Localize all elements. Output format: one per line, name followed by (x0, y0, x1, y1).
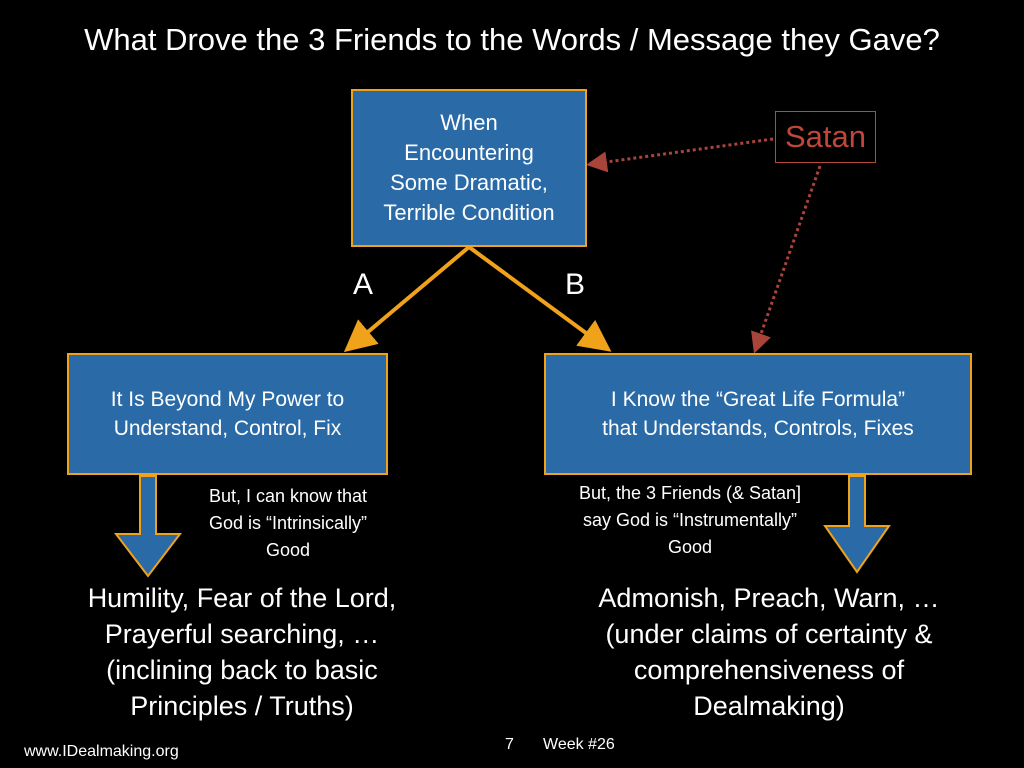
admonish-outcome: Admonish, Preach, Warn, … (under claims … (598, 583, 940, 721)
great-life-formula-box: I Know the “Great Life Formula” that Und… (544, 353, 972, 475)
website-footer: www.IDealmaking.org (24, 743, 179, 760)
beyond-power-box: It Is Beyond My Power to Understand, Con… (67, 353, 388, 475)
left-down-arrow (113, 475, 183, 578)
branch-a-label: A (353, 268, 374, 301)
right-down-arrow (823, 475, 891, 574)
page-title: What Drove the 3 Friends to the Words / … (84, 22, 940, 57)
satan-box: Satan (775, 111, 876, 163)
beyond-power-text: It Is Beyond My Power to Understand, Con… (110, 388, 345, 440)
satan-to-right-arrow (751, 165, 822, 354)
week-label: Week #26 (543, 736, 615, 753)
satan-label: Satan (784, 119, 866, 154)
branch-b-arrow (467, 245, 612, 352)
branch-b-label: B (565, 268, 586, 301)
branch-a-arrow (343, 245, 471, 353)
instrumentally-good-note: But, the 3 Friends (& Satan] say God is … (578, 483, 802, 557)
humility-outcome: Humility, Fear of the Lord, Prayerful se… (87, 583, 397, 721)
page-number: 7 (505, 736, 514, 753)
satan-to-top-arrow (586, 137, 774, 173)
condition-text: When Encountering Some Dramatic, Terribl… (383, 110, 555, 225)
great-life-formula-text: I Know the “Great Life Formula” that Und… (602, 388, 914, 440)
condition-box: When Encountering Some Dramatic, Terribl… (351, 89, 587, 247)
intrinsically-good-note: But, I can know that God is “Intrinsical… (208, 486, 368, 560)
